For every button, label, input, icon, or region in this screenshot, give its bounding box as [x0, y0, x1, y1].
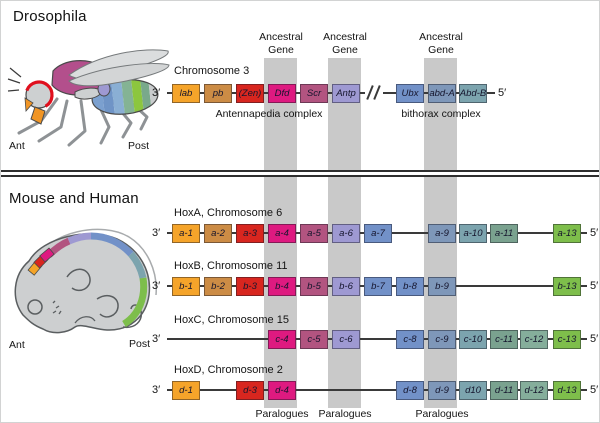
gene-box-c-4: c-4: [268, 330, 296, 349]
gene-box-a-1: a-1: [172, 224, 200, 243]
gene-box-Abd-B: Abd-B: [459, 84, 487, 103]
hoxd-chromosome-line: [167, 389, 587, 391]
gene-box-a-7: a-7: [364, 224, 392, 243]
ancestral-gene-label-3: Ancestral Gene: [419, 31, 463, 56]
gene-box-d10: d10: [459, 381, 487, 400]
gene-box-a-9: a-9: [428, 224, 456, 243]
gene-box-b-4: b-4: [268, 277, 296, 296]
gene-box-lab: lab: [172, 84, 200, 103]
gene-box-a-4: a-4: [268, 224, 296, 243]
hoxd-row-label: HoxD, Chromosome 2: [174, 364, 283, 376]
gene-box-Antp: Antp: [332, 84, 360, 103]
gene-box-c-11: c-11: [490, 330, 518, 349]
hoxc-3prime-label: 3′: [152, 333, 161, 345]
ancestral-gene-label-2: Ancestral Gene: [323, 31, 367, 56]
gene-box-b-7: b-7: [364, 277, 392, 296]
gene-box-d-8: d-8: [396, 381, 424, 400]
mouse-human-section-title: Mouse and Human: [9, 190, 139, 207]
paralogues-label-3: Paralogues: [415, 408, 469, 420]
embryo-anterior-label: Ant: [9, 339, 25, 351]
hoxa-5prime-label: 5′: [590, 227, 599, 239]
ancestral-gene-label-1: Ancestral Gene: [259, 31, 303, 56]
gene-box-d-4: d-4: [268, 381, 296, 400]
gene-box-Ubx: Ubx: [396, 84, 424, 103]
gene-box-(Zen): (Zen): [236, 84, 264, 103]
embryo-posterior-label: Post: [129, 338, 151, 350]
gene-box-c-9: c-9: [428, 330, 456, 349]
gene-box-d-13: d-13: [553, 381, 581, 400]
hoxa-row-label: HoxA, Chromosome 6: [174, 207, 283, 219]
gene-box-b-6: b-6: [332, 277, 360, 296]
hoxc-5prime-label: 5′: [590, 333, 599, 345]
gene-box-c-10: c-10: [459, 330, 487, 349]
hoxb-row-label: HoxB, Chromosome 11: [174, 260, 288, 272]
antennapedia-complex-label: Antennapedia complex: [215, 108, 323, 120]
gene-box-b-1: b-1: [172, 277, 200, 296]
mouse-embryo-illustration: [14, 228, 157, 334]
gene-box-d-11: d-11: [490, 381, 518, 400]
gene-box-c-13: c-13: [553, 330, 581, 349]
gene-box-c-5: c-5: [300, 330, 328, 349]
gene-box-pb: pb: [204, 84, 232, 103]
fly-anterior-label: Ant: [9, 140, 25, 152]
paralogues-label-1: Paralogues: [255, 408, 309, 420]
chromosome-3-label: Chromosome 3: [174, 65, 250, 77]
gene-box-c-6: c-6: [332, 330, 360, 349]
hoxb-3prime-label: 3′: [152, 280, 161, 292]
gene-box-d-3: d-3: [236, 381, 264, 400]
gene-box-d-9: d-9: [428, 381, 456, 400]
chromosome-3-line: [167, 92, 495, 94]
gene-box-c-8: c-8: [396, 330, 424, 349]
drosophila-3prime-label: 3′: [152, 87, 161, 99]
gene-box-a-11: a-11: [490, 224, 518, 243]
hoxa-3prime-label: 3′: [152, 227, 161, 239]
gene-box-b-13: b-13: [553, 277, 581, 296]
gene-box-a-5: a-5: [300, 224, 328, 243]
bithorax-complex-label: bithorax complex: [401, 108, 481, 120]
gene-box-b-8: b-8: [396, 277, 424, 296]
gene-box-Dfd: Dfd: [268, 84, 296, 103]
hoxc-chromosome-line: [167, 338, 587, 340]
gene-box-b-3: b-3: [236, 277, 264, 296]
drosophila-section-title: Drosophila: [13, 8, 87, 25]
gene-box-a-10: a-10: [459, 224, 487, 243]
gene-box-b-5: b-5: [300, 277, 328, 296]
gene-box-b-9: b-9: [428, 277, 456, 296]
gene-box-d-1: d-1: [172, 381, 200, 400]
drosophila-5prime-label: 5′: [498, 87, 507, 99]
hoxc-row-label: HoxC, Chromosome 15: [174, 314, 289, 326]
gene-box-a-13: a-13: [553, 224, 581, 243]
gene-box-b-2: b-2: [204, 277, 232, 296]
gene-box-a-6: a-6: [332, 224, 360, 243]
gene-box-a-3: a-3: [236, 224, 264, 243]
paralogues-label-2: Paralogues: [318, 408, 372, 420]
hoxb-5prime-label: 5′: [590, 280, 599, 292]
chromosome-break-symbol: [365, 85, 383, 101]
gene-box-Scr: Scr: [300, 84, 328, 103]
gene-box-abd-A: abd-A: [428, 84, 456, 103]
hoxd-3prime-label: 3′: [152, 384, 161, 396]
gene-box-d-12: d-12: [520, 381, 548, 400]
hoxd-5prime-label: 5′: [590, 384, 599, 396]
fly-illustration: [7, 49, 170, 147]
section-divider: [1, 170, 599, 177]
fly-posterior-label: Post: [128, 140, 150, 152]
gene-box-c-12: c-12: [520, 330, 548, 349]
gene-box-a-2: a-2: [204, 224, 232, 243]
